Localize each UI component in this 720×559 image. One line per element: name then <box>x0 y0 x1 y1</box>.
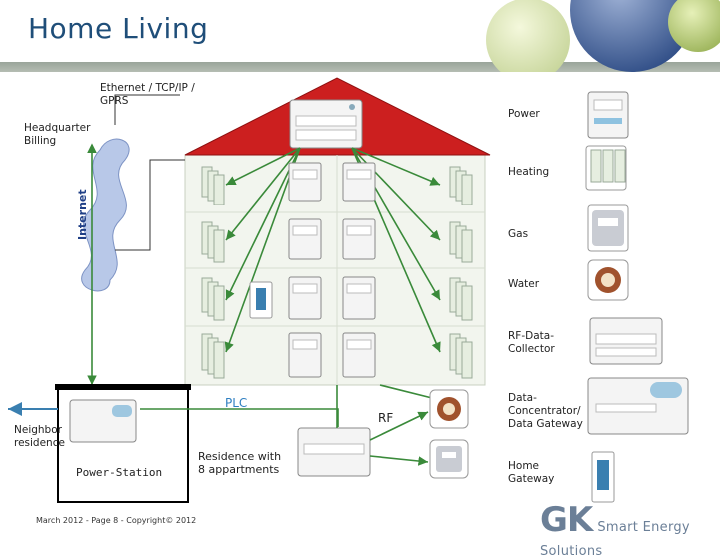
apt-power-meter-2 <box>342 162 378 204</box>
legend-rf-collector: RF-Data-Collector <box>508 330 555 355</box>
apt-heating-meters-8 <box>448 332 488 380</box>
residence-label: Residence with 8 appartments <box>198 450 282 476</box>
plc-label: PLC <box>225 396 248 410</box>
legend-gas: Gas <box>508 228 529 240</box>
gk-logo: GK Smart Energy Solutions <box>540 500 720 559</box>
legend-heating: Heating <box>508 166 550 178</box>
apt-heating-meters-6 <box>448 276 488 322</box>
apt-heating-meters-3 <box>200 220 240 264</box>
title-divider <box>0 62 720 72</box>
apt-heating-meters-4 <box>448 220 488 264</box>
footer-copyright: March 2012 - Page 8 - Copyright© 2012 <box>36 516 197 525</box>
page-title: Home Living <box>28 12 209 45</box>
apt-heating-meters-5 <box>200 276 240 322</box>
apt-power-meter-3 <box>288 218 324 262</box>
rf-label: RF <box>378 411 394 425</box>
apt-gateway-icon <box>248 280 276 320</box>
decorative-spheres <box>486 0 720 72</box>
apt-power-meter-4 <box>342 218 378 262</box>
apt-heating-meters-1 <box>200 165 240 206</box>
apt-power-meter-1 <box>288 162 324 204</box>
apt-power-meter-7 <box>288 332 324 380</box>
neighbor-label: Neighbor residence <box>14 424 65 449</box>
apt-power-meter-8 <box>342 332 378 380</box>
apt-power-meter-6 <box>342 276 378 322</box>
legend-power: Power <box>508 108 540 120</box>
network-diagram <box>8 77 689 503</box>
internet-label: Internet <box>76 189 89 240</box>
legend-water: Water <box>508 278 540 290</box>
apt-heating-meters-2 <box>448 165 488 206</box>
legend-concentrator: Data-Concentrator/ Data Gateway <box>508 392 583 430</box>
legend-home-gateway: Home Gateway <box>508 460 555 485</box>
gk-logo-mark: GK <box>540 500 593 540</box>
connection-label: Ethernet / TCP/IP / GPRS <box>100 82 195 107</box>
headquarter-label: Headquarter Billing <box>24 122 91 147</box>
power-meter-icon <box>587 91 629 139</box>
power-station-label: Power-Station <box>76 466 163 479</box>
apt-heating-meters-7 <box>200 332 240 380</box>
apt-power-meter-5 <box>288 276 324 322</box>
